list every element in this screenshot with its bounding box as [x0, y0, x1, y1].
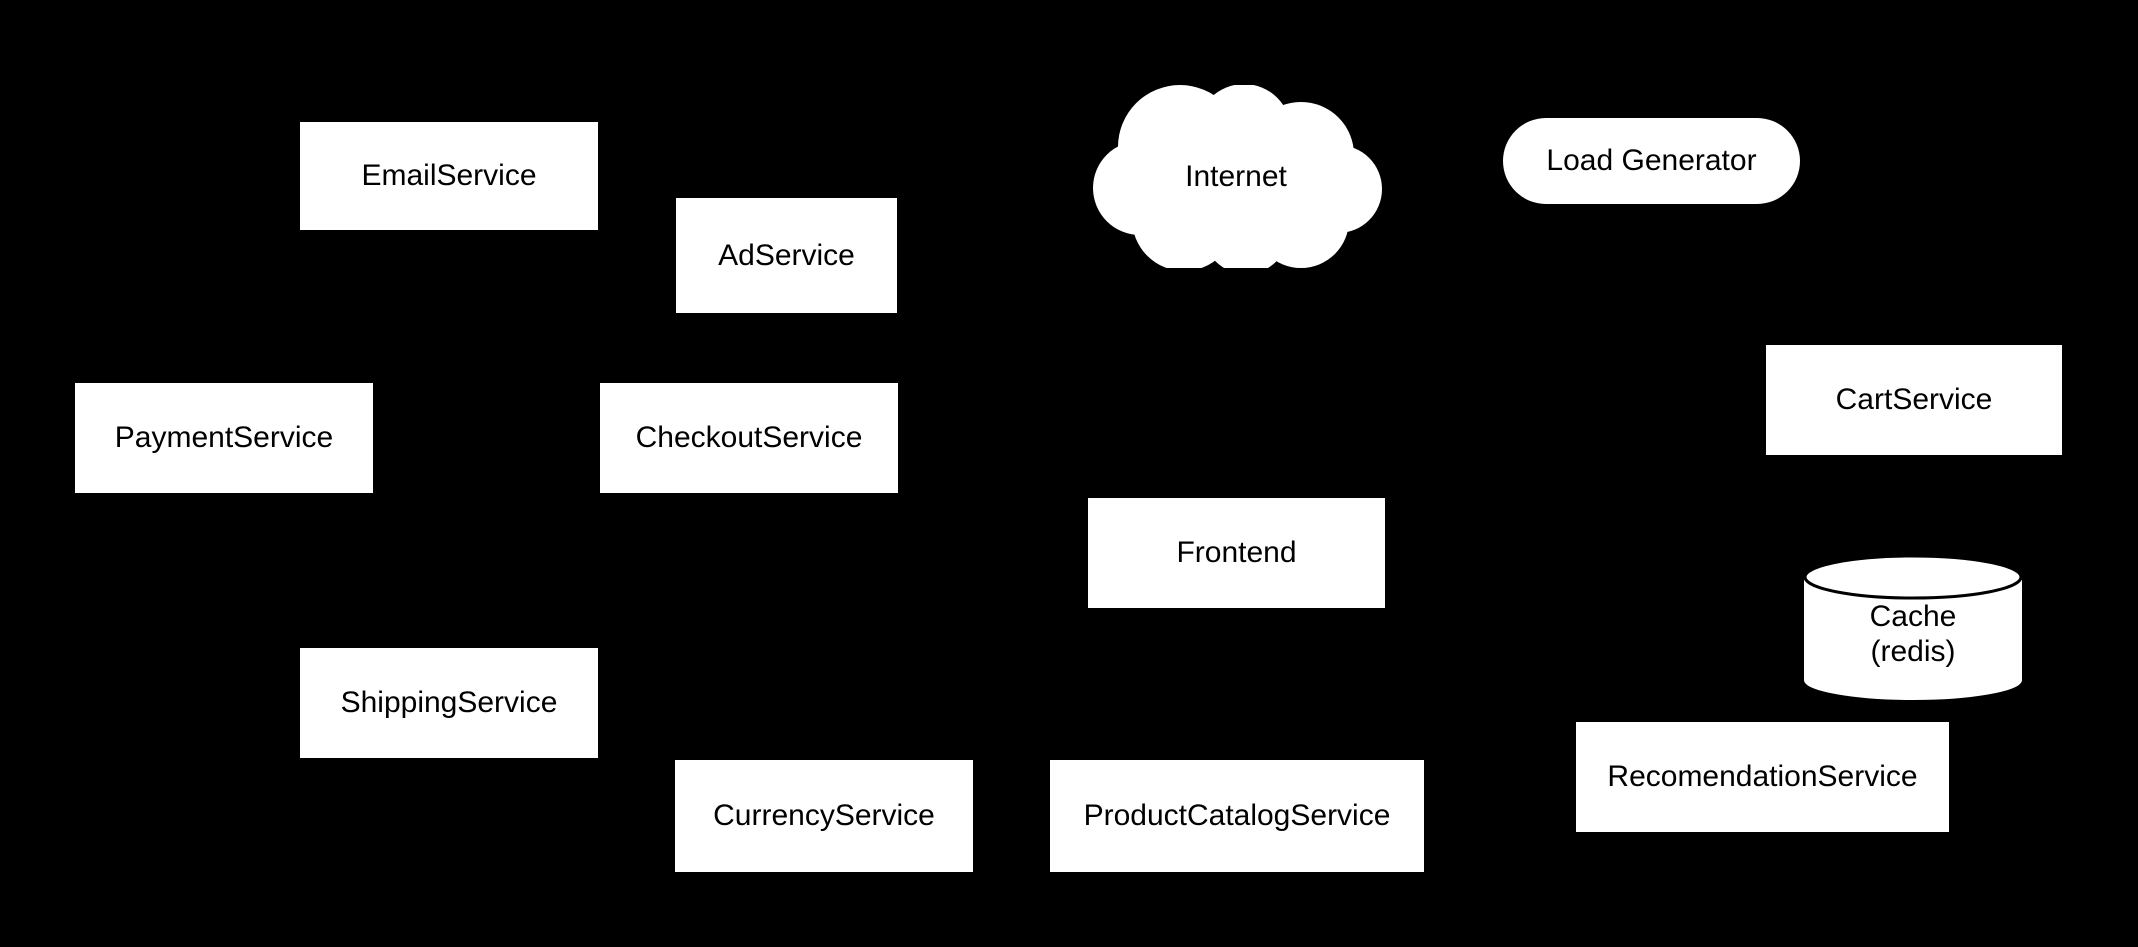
node-currency-service[interactable]: CurrencyService — [675, 760, 973, 872]
node-frontend[interactable]: Frontend — [1088, 498, 1385, 608]
node-payment-service[interactable]: PaymentService — [75, 383, 373, 493]
node-label-internet: Internet — [1185, 159, 1287, 193]
node-label-frontend: Frontend — [1176, 536, 1297, 570]
node-email-service[interactable]: EmailService — [300, 122, 598, 230]
node-label-payment-service: PaymentService — [114, 421, 334, 455]
node-label-cart-service: CartService — [1835, 383, 1993, 417]
cylinder-shape — [1803, 554, 2023, 701]
node-label-email-service: EmailService — [361, 159, 537, 193]
node-label-shipping-service: ShippingService — [340, 686, 558, 720]
node-ad-service[interactable]: AdService — [676, 198, 897, 313]
node-label-currency-service: CurrencyService — [713, 799, 935, 833]
cloud-shape — [1093, 85, 1382, 268]
node-load-generator[interactable]: Load Generator — [1503, 118, 1800, 204]
node-label-cache-redis: Cache (redis) — [1869, 599, 1957, 668]
node-internet[interactable]: Internet — [1088, 85, 1384, 268]
node-label-load-generator: Load Generator — [1546, 144, 1757, 178]
node-checkout-service[interactable]: CheckoutService — [600, 383, 898, 493]
node-shipping-service[interactable]: ShippingService — [300, 648, 598, 758]
node-recomendation-service[interactable]: RecomendationService — [1576, 722, 1949, 832]
node-product-catalog-service[interactable]: ProductCatalogService — [1050, 760, 1424, 872]
node-label-recomendation-service: RecomendationService — [1607, 760, 1918, 794]
node-cart-service[interactable]: CartService — [1766, 345, 2062, 455]
node-label-checkout-service: CheckoutService — [635, 421, 863, 455]
node-cache-redis[interactable]: Cache (redis) — [1802, 553, 2024, 703]
node-label-ad-service: AdService — [718, 238, 855, 272]
node-label-product-catalog-service: ProductCatalogService — [1083, 799, 1391, 833]
